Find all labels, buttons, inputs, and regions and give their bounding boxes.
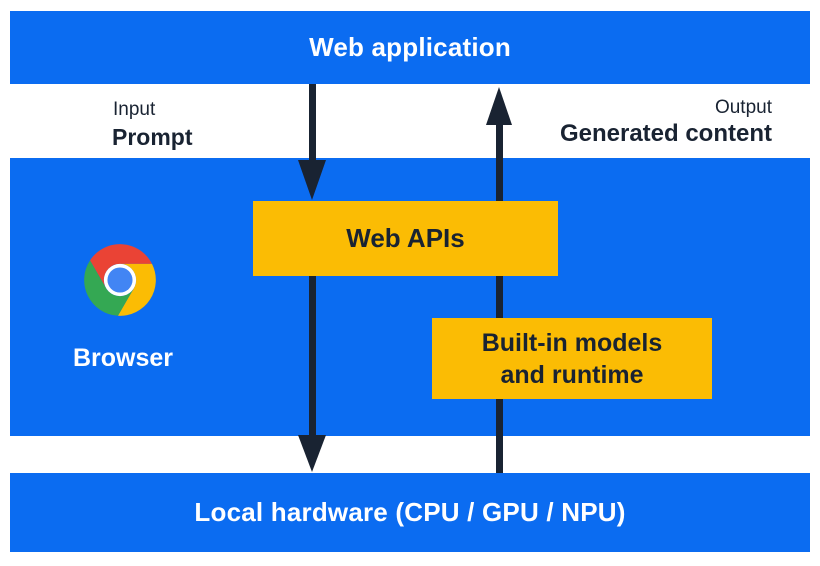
output-flow-arrow-line [496,123,503,473]
output-value-generated-content: Generated content [559,120,772,147]
builtin-models-label-line1: Built-in models [481,328,663,357]
local-hardware-bar: Local hardware (CPU / GPU / NPU) [10,473,810,552]
input-flow-arrow-line-lower [309,276,316,437]
web-application-bar: Web application [10,11,810,84]
chrome-icon [84,244,156,316]
web-application-label: Web application [309,31,511,62]
input-flow-arrowhead-into-web-apis [298,160,326,200]
input-title: Input [113,99,156,120]
builtin-models-box: Built-in models and runtime [432,318,712,399]
local-hardware-label: Local hardware (CPU / GPU / NPU) [194,496,626,527]
input-flow-arrow-line-upper [309,84,316,161]
web-apis-label: Web APIs [346,223,465,253]
input-value-prompt: Prompt [112,124,193,150]
input-flow-arrowhead-into-hardware [298,435,326,472]
browser-label: Browser [72,344,174,372]
output-title: Output [714,97,772,118]
output-flow-arrowhead-into-web-application [486,87,512,125]
builtin-models-label-line2: and runtime [500,360,644,389]
web-apis-box: Web APIs [253,201,558,276]
